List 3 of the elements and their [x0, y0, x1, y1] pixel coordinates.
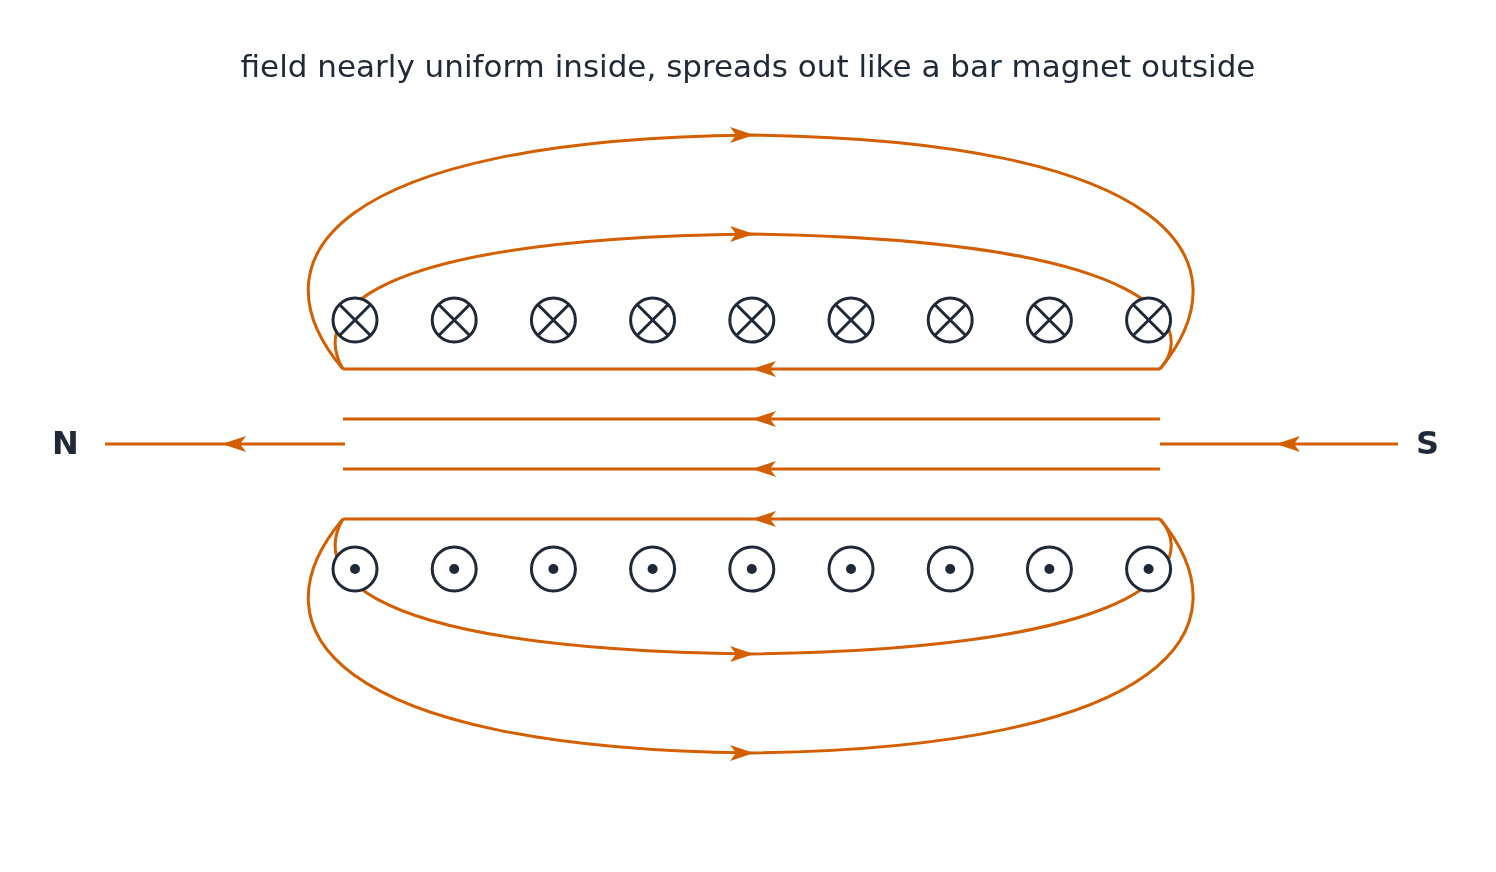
title: field nearly uniform inside, spreads out like a bar magnet outside — [239, 48, 1257, 84]
pole-label: N — [52, 424, 79, 462]
pole-label: S — [1416, 424, 1440, 462]
